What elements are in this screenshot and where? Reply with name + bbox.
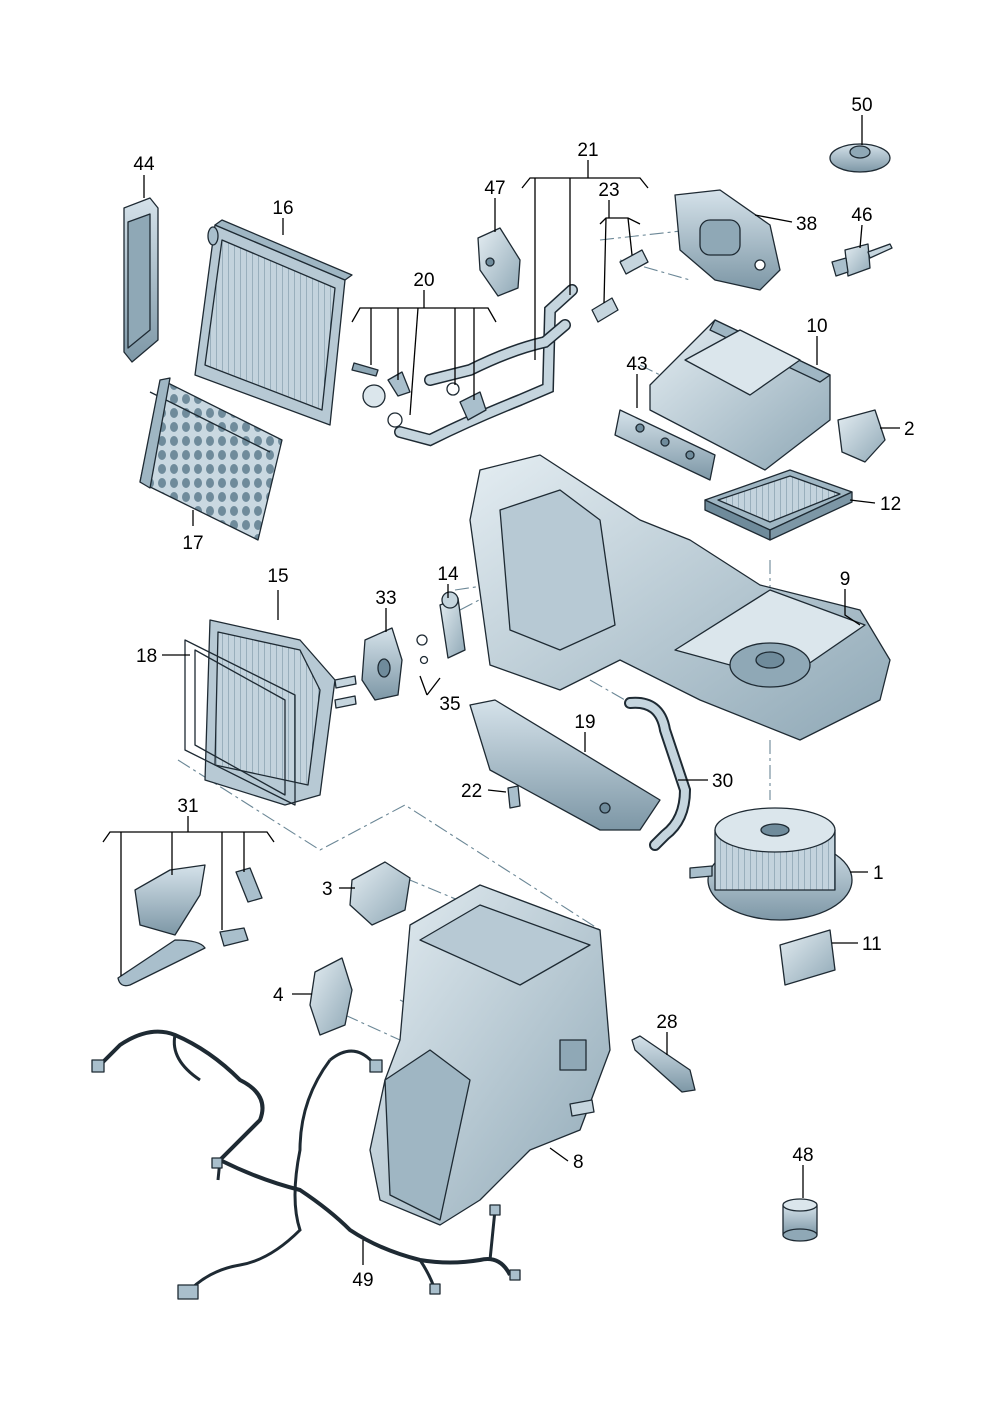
part-21-coolant-pipes[interactable]	[351, 284, 578, 447]
label-21: 21	[577, 140, 598, 161]
label-23: 23	[598, 180, 619, 201]
label-8: 8	[573, 1152, 584, 1173]
label-31: 31	[177, 796, 198, 817]
part-16-heat-exchanger[interactable]	[194, 219, 353, 426]
label-47: 47	[484, 178, 505, 199]
part-12-dust-filter[interactable]	[704, 469, 853, 541]
part-1-fresh-air-blower[interactable]	[689, 807, 853, 921]
part-3-servomotor[interactable]	[349, 861, 411, 926]
part-47-valve-block[interactable]	[477, 227, 521, 297]
part-19-cover-plate[interactable]	[469, 699, 661, 831]
label-9: 9	[840, 569, 851, 590]
part-44-air-duct[interactable]	[123, 197, 159, 363]
label-28: 28	[656, 1012, 677, 1033]
label-30: 30	[712, 771, 733, 792]
part-15-evaporator[interactable]	[204, 619, 336, 806]
part-31-lever-linkage[interactable]	[117, 864, 263, 987]
label-3: 3	[322, 879, 333, 900]
part-28-temperature-sender[interactable]	[631, 1035, 696, 1093]
label-46: 46	[851, 205, 872, 226]
label-16: 16	[272, 198, 293, 219]
label-48: 48	[792, 1145, 813, 1166]
label-12: 12	[880, 494, 901, 515]
part-49-wiring-harness[interactable]	[91, 1029, 521, 1300]
label-17: 17	[182, 533, 203, 554]
label-14: 14	[437, 564, 459, 585]
part-43-damper-cover[interactable]	[614, 409, 716, 481]
label-49: 49	[352, 1270, 373, 1291]
label-33: 33	[375, 588, 396, 609]
label-11: 11	[862, 934, 882, 955]
part-22-screw[interactable]	[507, 785, 521, 809]
part-10-distribution-housing[interactable]	[649, 319, 831, 471]
label-44: 44	[133, 154, 155, 175]
label-35: 35	[439, 694, 460, 715]
part-2-actuator[interactable]	[837, 409, 886, 463]
label-20: 20	[413, 270, 434, 291]
label-15: 15	[267, 566, 288, 587]
part-33-valve-cover[interactable]	[361, 627, 403, 701]
part-46-clip[interactable]	[831, 243, 893, 277]
part-8-heater-housing[interactable]	[369, 884, 611, 1226]
label-10: 10	[806, 316, 827, 337]
part-11-cover[interactable]	[779, 929, 836, 986]
part-17-heater-core[interactable]	[139, 377, 283, 541]
part-35-o-rings[interactable]	[416, 634, 429, 665]
label-50: 50	[851, 95, 872, 116]
label-22: 22	[461, 781, 482, 802]
part-38-gasket[interactable]	[674, 189, 781, 291]
label-19: 19	[574, 712, 595, 733]
part-9-air-inlet-housing[interactable]	[469, 454, 891, 741]
label-18: 18	[136, 646, 157, 667]
part-50-cap-nut[interactable]	[829, 143, 891, 173]
label-38: 38	[796, 214, 817, 235]
part-18-evaporator-seal[interactable]	[184, 639, 357, 806]
label-2: 2	[904, 419, 915, 440]
part-48-cap[interactable]	[782, 1198, 818, 1242]
label-4: 4	[273, 985, 284, 1006]
part-30-drain-hose[interactable]	[624, 696, 692, 851]
label-43: 43	[626, 354, 647, 375]
leader-lines	[102, 115, 900, 1265]
part-labels: 50 44 21 47 23 16 46 38 20 10 43 2 12 17…	[133, 95, 914, 1291]
part-4-servomotor[interactable]	[309, 957, 353, 1036]
label-1: 1	[873, 863, 884, 884]
part-23-pipe-fittings[interactable]	[591, 249, 649, 323]
part-14-expansion-valve[interactable]	[439, 591, 466, 659]
